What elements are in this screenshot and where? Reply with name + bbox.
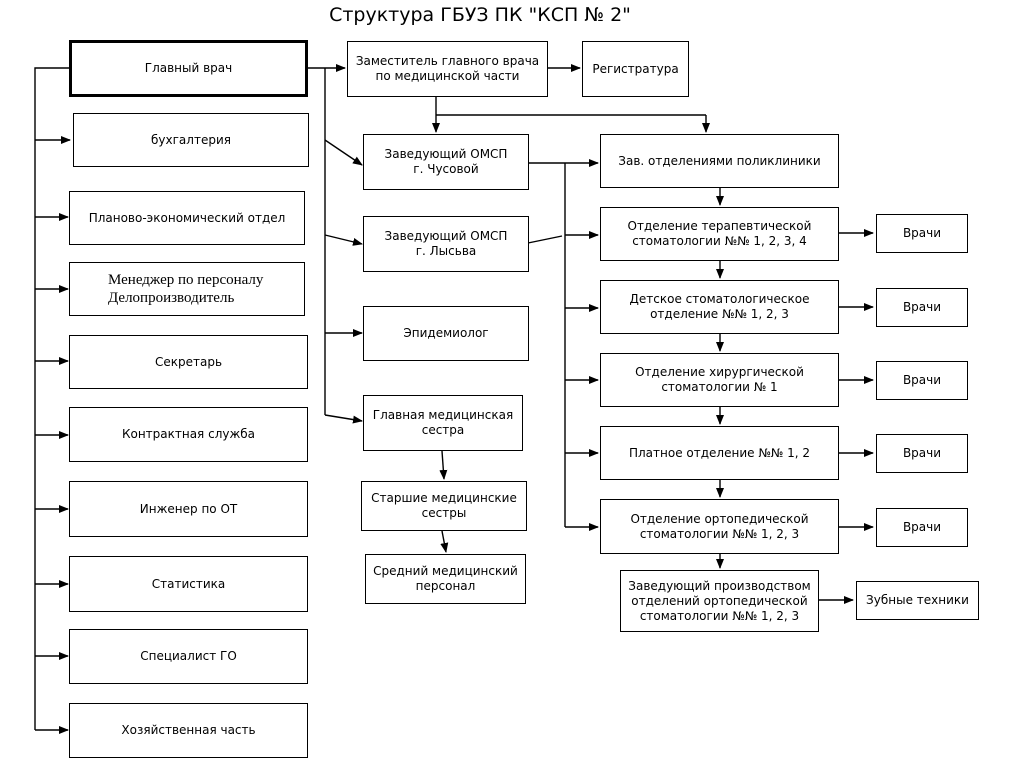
epidemiologist-box: Эпидемиолог [363,306,529,361]
ortho-production-box: Заведующий производством отделений ортоп… [620,570,819,632]
arrow-lysva [324,234,363,246]
ortho-dept-box: Отделение ортопедической стоматологии №№… [600,499,839,554]
head-nurse-box: Главная медицинская сестра [363,395,523,451]
doctors-surgery-box: Врачи [876,361,968,400]
contract-box: Контрактная служба [69,407,308,462]
arrow-mid-staff [440,530,449,553]
doctors-children-box: Врачи [876,288,968,327]
mid-staff-box: Средний медицинский персонал [365,554,526,604]
doctors-paid-box: Врачи [876,434,968,473]
children-dept-box: Детское стоматологическое отделение №№ 1… [600,280,839,334]
lysva-link [527,235,563,244]
safety-box: Инженер по ОТ [69,481,308,537]
household-box: Хозяйственная часть [69,703,308,758]
chief-box: Главный врач [69,40,308,97]
planning-box: Планово-экономический отдел [69,191,305,245]
arrow-chusovoy [324,139,363,166]
deputy-box: Заместитель главного врача по медицинско… [347,41,548,97]
surgery-dept-box: Отделение хирургической стоматологии № 1 [600,353,839,407]
polyclinic-head-box: Зав. отделениями поликлиники [600,134,839,188]
registry-box: Регистратура [582,41,689,97]
diagram-title: Структура ГБУЗ ПК "КСП № 2" [329,4,631,26]
arrow-head-nurse [324,414,363,424]
secretary-box: Секретарь [69,335,308,389]
therapy-dept-box: Отделение терапевтической стоматологии №… [600,207,839,261]
senior-nurses-box: Старшие медицинские сестры [361,481,527,531]
doctors-therapy-box: Врачи [876,214,968,253]
doctors-ortho-box: Врачи [876,508,968,547]
civil-defense-box: Специалист ГО [69,629,308,684]
paid-dept-box: Платное отделение №№ 1, 2 [600,426,839,480]
left-spine-line [34,67,70,730]
lysva-box: Заведующий ОМСП г. Лысьва [363,216,529,272]
chusovoy-box: Заведующий ОМСП г. Чусовой [363,134,529,190]
statistics-box: Статистика [69,556,308,612]
accounting-box: бухгалтерия [73,113,309,167]
deputy-branch-line [435,96,706,116]
hr-box: Менеджер по персоналу Делопроизводитель [69,262,305,316]
arrow-senior-nurses [439,450,448,480]
dental-technicians-box: Зубные техники [856,581,979,620]
